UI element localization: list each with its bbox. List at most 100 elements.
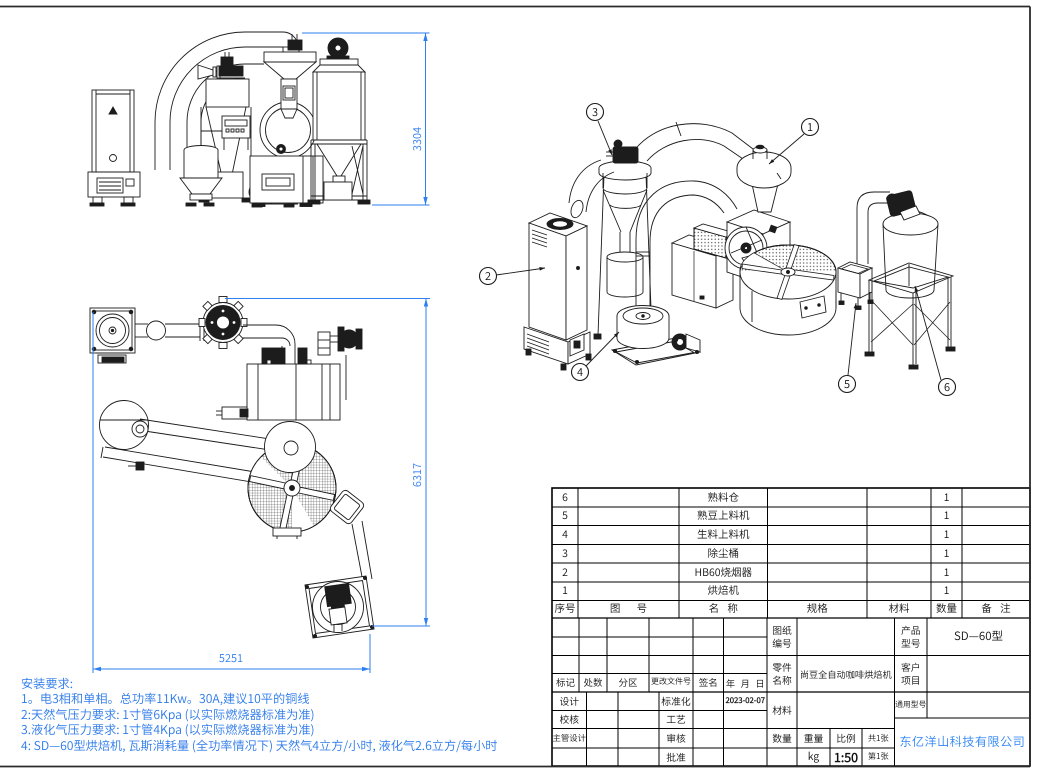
bom-row-3-name: 除尘桶 bbox=[707, 545, 740, 561]
tb-check-label: 校核 bbox=[559, 712, 580, 727]
iso-afterburner bbox=[523, 212, 592, 371]
balloon-label-5: 5 bbox=[843, 376, 851, 392]
note-line-2: 2:天然气压力要求: 1寸管6Kpa (以实际燃烧器标准为准) bbox=[21, 704, 315, 723]
front-afterburner-cabinet bbox=[87, 89, 141, 207]
balloon-1 bbox=[768, 117, 820, 165]
bom-row-2-material bbox=[867, 526, 931, 545]
front-burner bbox=[197, 52, 244, 80]
tb-review-label: 审核 bbox=[666, 730, 686, 745]
bom-row-0-remark bbox=[962, 488, 1030, 507]
bom-row-4-name: HB60烧烟器 bbox=[694, 564, 752, 580]
bom-header-qty: 数量 bbox=[936, 601, 957, 617]
tb-standardize-label: 标准化 bbox=[661, 693, 691, 708]
tb-quantity-label: 数量 bbox=[772, 730, 792, 745]
plan-discharge-fan bbox=[304, 489, 375, 639]
front-control-panel bbox=[221, 115, 251, 150]
bom-row-0-no: 6 bbox=[562, 489, 568, 505]
iso-blower bbox=[610, 305, 702, 366]
tb-material-label: 材料 bbox=[772, 702, 792, 717]
tb-drawing-no-label: 图纸编号 bbox=[772, 623, 792, 650]
bom-row-2-spec bbox=[768, 526, 868, 545]
plan-view bbox=[89, 296, 375, 639]
tb-rev-docno: 更改文件号 bbox=[651, 676, 691, 688]
iso-tank bbox=[882, 190, 939, 299]
dimensions bbox=[92, 32, 430, 673]
bom-row-4-fig bbox=[578, 563, 679, 582]
bom-row-1-qty: 1 bbox=[943, 508, 950, 524]
bom-row-5-material bbox=[867, 582, 931, 601]
bom-row-2-fig bbox=[578, 526, 679, 545]
plan-roaster-body bbox=[216, 326, 363, 421]
bom-row-3-spec bbox=[768, 545, 868, 564]
bom-row-1-name: 熟豆上料机 bbox=[697, 508, 750, 524]
tb-company: 东亿洋山科技有限公司 bbox=[899, 732, 1026, 751]
bom-row-0-name: 熟料仓 bbox=[707, 489, 740, 505]
balloon-label-1: 1 bbox=[806, 119, 814, 135]
sheet-frame bbox=[0, 5, 1031, 768]
tb-weight-label: 重量 bbox=[803, 730, 824, 745]
bom-row-2-name: 生料上料机 bbox=[697, 527, 750, 543]
bom-header-fig: 图 号 bbox=[609, 601, 648, 617]
balloon-3 bbox=[585, 102, 613, 156]
bom-header-name: 名 称 bbox=[708, 601, 738, 617]
bom-row-3-material bbox=[867, 545, 931, 564]
tb-rev-mark: 标记 bbox=[555, 675, 575, 690]
bom-row-1-remark bbox=[962, 507, 1030, 526]
balloon-callouts bbox=[478, 102, 957, 397]
bom-row-3-qty: 1 bbox=[943, 545, 950, 561]
iso-control-cabinet bbox=[670, 223, 737, 309]
tb-sheet-number: 第1张 bbox=[867, 750, 889, 763]
dim-front-height bbox=[302, 32, 430, 206]
bom-row-4-qty: 1 bbox=[943, 564, 950, 580]
tb-design-label: 设计 bbox=[559, 693, 580, 708]
tb-rev-zone: 分区 bbox=[618, 675, 638, 690]
balloon-4 bbox=[570, 331, 620, 382]
plan-cyclone bbox=[198, 296, 248, 349]
notes-title: 安装要求: bbox=[21, 674, 74, 692]
iso-pipe-top bbox=[632, 121, 754, 162]
bom-row-0-qty: 1 bbox=[943, 489, 950, 505]
bom-row-3-no: 3 bbox=[562, 545, 568, 561]
front-storage-tank bbox=[307, 37, 371, 205]
note-line-1: 1。电3相和单相。总功率11Kw。30A,建议10平的铜线 bbox=[21, 689, 310, 708]
tb-scale-label: 比例 bbox=[836, 730, 856, 745]
iso-pipe-feeder bbox=[856, 191, 890, 264]
iso-feeder-box bbox=[836, 261, 874, 310]
bom-row-2-qty: 1 bbox=[943, 527, 950, 543]
bom-row-4-remark bbox=[962, 563, 1030, 582]
iso-cyclone bbox=[593, 139, 657, 340]
bom-header-no: 序号 bbox=[554, 601, 576, 617]
balloon-6 bbox=[914, 285, 957, 397]
bom-row-3-remark bbox=[962, 545, 1030, 564]
note-line-3: 3.液化气压力要求: 1寸管4Kpa (以实际燃烧器标准为准) bbox=[21, 720, 315, 739]
iso-tank-stand bbox=[864, 262, 956, 370]
bom-row-5-name: 烘焙机 bbox=[707, 583, 740, 599]
bom-row-4-spec bbox=[768, 563, 868, 582]
dim-plan-width bbox=[92, 312, 371, 673]
balloon-label-2: 2 bbox=[484, 268, 492, 284]
bom-row-0-material bbox=[867, 488, 931, 507]
tb-approve-label: 批准 bbox=[666, 749, 686, 764]
tb-part-name-label: 零件名称 bbox=[772, 660, 792, 687]
bom-row-5-no: 1 bbox=[562, 583, 568, 599]
tb-rev-sign: 签名 bbox=[698, 675, 718, 690]
iso-pipe-blower bbox=[635, 180, 738, 308]
tb-weight-unit: kg bbox=[807, 749, 820, 765]
tb-rev-count: 处数 bbox=[583, 675, 603, 690]
bom-row-5-remark bbox=[962, 582, 1030, 601]
tb-generic-model-label: 通用型号 bbox=[895, 698, 927, 710]
dim-plan-height bbox=[225, 298, 430, 627]
bom-header-material: 材料 bbox=[888, 601, 910, 617]
bom-row-1-spec bbox=[768, 507, 868, 526]
tb-chief-design-label: 主管设计 bbox=[552, 731, 587, 744]
tb-product-model: SD—60型 bbox=[953, 628, 1004, 645]
bom-row-1-no: 5 bbox=[562, 508, 568, 524]
balloon-5 bbox=[837, 302, 858, 394]
balloon-2 bbox=[478, 266, 546, 286]
bom-row-0-fig bbox=[578, 488, 679, 507]
iso-pipe-left bbox=[568, 159, 615, 219]
bom-row-4-no: 2 bbox=[562, 564, 568, 580]
isometric-view bbox=[523, 121, 956, 371]
